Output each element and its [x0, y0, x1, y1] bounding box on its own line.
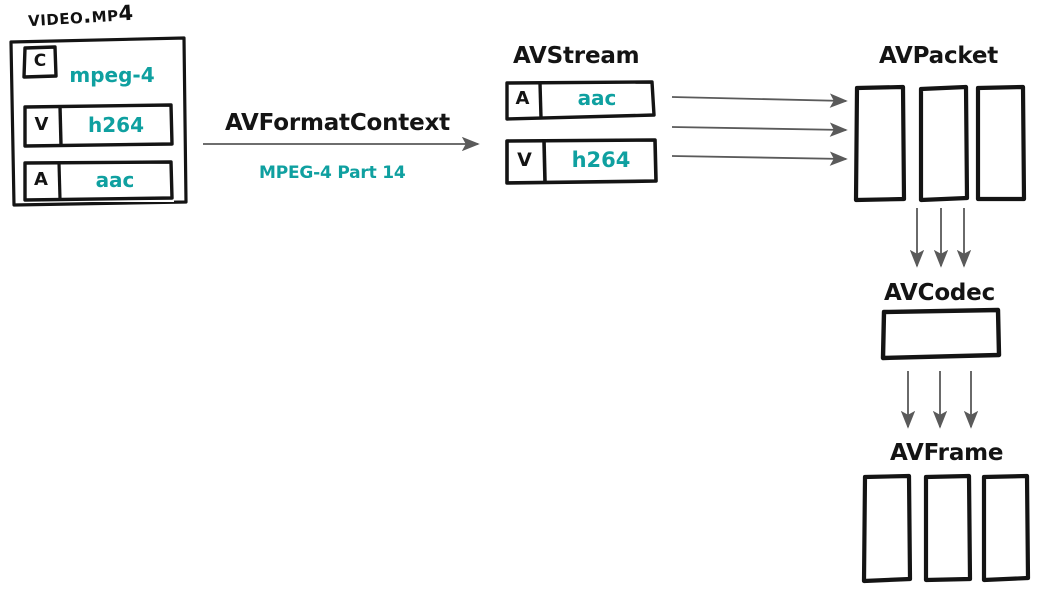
arrow-stream-to-packet-2 — [671, 122, 848, 137]
arrow-stream-to-packet-3 — [671, 151, 848, 166]
container-row-video: V h264 — [22, 103, 174, 148]
arrow-stream-to-packet-1 — [671, 93, 848, 108]
avframe-box-1 — [861, 473, 913, 584]
avcodec-box-outline — [880, 307, 1002, 361]
avcodec-title: AVCodec — [884, 280, 996, 306]
avpacket-box-2-outline — [918, 84, 970, 203]
avformatcontext-sublabel: MPEG-4 Part 14 — [259, 163, 406, 183]
container-row-audio: A aac — [22, 160, 174, 202]
avframe-box-2-outline — [923, 473, 973, 583]
avframe-box-3 — [981, 473, 1031, 584]
avpacket-box-3-outline — [975, 84, 1027, 202]
avpacket-box-1 — [853, 84, 907, 203]
avstream-row-video-outline — [505, 138, 658, 185]
avstream-row-video: V h264 — [504, 138, 659, 186]
container-row-audio-outline — [23, 160, 174, 202]
avpacket-box-1-outline — [853, 84, 907, 203]
avframe-box-1-outline — [861, 473, 913, 584]
container-tag-c-outline — [22, 45, 58, 79]
avstream-title: AVStream — [513, 43, 640, 69]
avpacket-title: AVPacket — [879, 43, 999, 69]
avframe-box-3-outline — [981, 473, 1031, 583]
avframe-title: AVFrame — [890, 440, 1004, 466]
container-tag-c: C — [22, 45, 58, 79]
avformatcontext-label: AVFormatContext — [225, 110, 450, 136]
container-row-video-outline — [23, 103, 174, 148]
avstream-row-audio-outline — [505, 80, 656, 121]
avpacket-box-3 — [975, 84, 1027, 203]
avframe-box-2 — [923, 473, 973, 584]
video-file-title: video.mp4 — [27, 0, 135, 32]
avcodec-box — [880, 307, 1002, 363]
avpacket-box-2 — [918, 84, 970, 203]
avstream-row-audio: A aac — [504, 80, 656, 122]
